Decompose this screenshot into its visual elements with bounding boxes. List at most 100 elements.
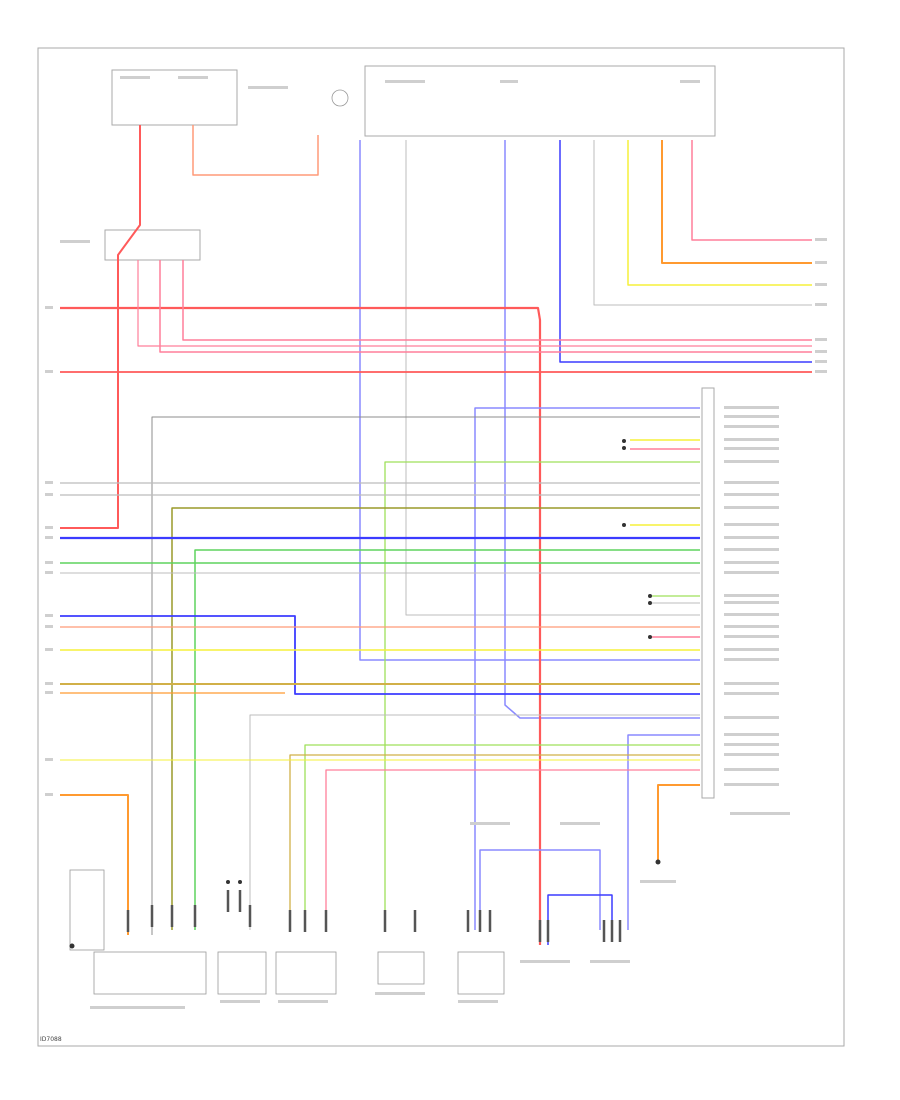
ecm-pin-label-19: [724, 635, 779, 638]
ecm-pin-label-7: [724, 481, 779, 484]
left-pin-label-8: [45, 571, 53, 574]
wire-yellow-ecm-8: [171, 507, 700, 930]
ecm-pin-label-29: [724, 783, 779, 786]
wire-blue-right-top: [559, 140, 812, 363]
ecm-pin-label-27: [724, 753, 779, 756]
ecm-pin-label-15: [724, 594, 779, 597]
right-pin-label-4: [815, 303, 827, 306]
ecm-pin-label-1: [724, 406, 779, 409]
ecm-pin-label-16: [724, 601, 779, 604]
component-label-11: [90, 1006, 185, 1009]
diagram-code: ID7088: [40, 1036, 62, 1043]
connector-dot-7: [648, 601, 652, 605]
left-pin-label-10: [45, 625, 53, 628]
component-label-17: [590, 960, 630, 963]
component-label-13: [278, 1000, 328, 1003]
connector-dot-6: [648, 594, 652, 598]
wire-green-ecm-11: [194, 549, 700, 930]
ecm-pin-label-17: [724, 613, 779, 616]
component-box-2: [217, 951, 267, 995]
component-box-3: [275, 951, 337, 995]
ecm-pin-label-28: [724, 768, 779, 771]
connector-dot-5: [622, 523, 626, 527]
wire-gray-ecm-2: [151, 416, 700, 935]
wire-orange-ecm-25: [289, 754, 700, 930]
wire-pink-ecm-27: [325, 769, 700, 930]
component-box-4: [377, 951, 425, 985]
ecm-pin-label-8: [724, 493, 779, 496]
component-label-10: [560, 822, 600, 825]
connector-dot-8: [648, 635, 652, 639]
ecm-pin-label-14: [724, 571, 779, 574]
left-pin-label-6: [45, 536, 53, 539]
ecm-pin-label-2: [724, 415, 779, 418]
component-label-3: [248, 86, 288, 89]
wire-blue-top: [359, 140, 700, 661]
component-label-9: [470, 822, 510, 825]
ecm-pin-label-11: [724, 536, 779, 539]
left-pin-label-1: [45, 306, 53, 309]
ecm-pin-label-21: [724, 658, 779, 661]
connector-dot-3: [622, 439, 626, 443]
wire-blue-loop-1: [479, 849, 601, 930]
wire-orange-left-29: [60, 794, 129, 935]
component-label-16: [520, 960, 570, 963]
left-pin-label-15: [45, 793, 53, 796]
ecm-pin-label-12: [724, 548, 779, 551]
left-pin-label-2: [45, 370, 53, 373]
component-box-6: [69, 869, 105, 951]
ecm-pin-label-20: [724, 648, 779, 651]
component-label-15: [458, 1000, 498, 1003]
component-label-5: [500, 80, 518, 83]
wire-gray-right-top: [593, 140, 812, 306]
connector-block-left: [104, 229, 201, 261]
wire-gray-top: [405, 140, 700, 616]
ecm-pin-label-23: [724, 692, 779, 695]
wire-pink-main-5: [137, 260, 812, 347]
wire-lightblue-top: [504, 140, 700, 719]
wire-orange-right-top: [661, 140, 812, 264]
wire-blue-ecm-16: [60, 615, 700, 695]
left-pin-label-4: [45, 493, 53, 496]
right-pin-label-8: [815, 370, 827, 373]
unreadable-label-marks: [45, 76, 827, 1009]
ecm-pin-label-9: [724, 506, 779, 509]
wire-blue-ecm-1: [474, 407, 700, 930]
wire-pink-right-top: [691, 140, 812, 241]
wire-orange-ecm-28: [657, 784, 700, 862]
left-pin-label-12: [45, 682, 53, 685]
diagram-border: [37, 47, 845, 1047]
component-label-18: [640, 880, 676, 883]
ecm-pin-label-4: [724, 438, 779, 441]
wire-red-top-left: [60, 125, 141, 529]
left-pin-label-3: [45, 481, 53, 484]
right-pin-label-1: [815, 238, 827, 241]
ecm-connector-right: [701, 387, 715, 799]
wire-yellow-right-top: [627, 140, 812, 286]
wire-blue-loop-2: [547, 894, 613, 945]
component-label-6: [680, 80, 700, 83]
ecm-pin-label-26: [724, 743, 779, 746]
connector-dot-1: [69, 943, 75, 949]
right-pin-label-6: [815, 350, 827, 353]
wire-salmon-top: [192, 125, 319, 176]
wire-green-ecm-24: [304, 744, 700, 930]
component-label-4: [385, 80, 425, 83]
wire-red-main-1: [60, 306, 542, 945]
ecm-pin-label-25: [724, 733, 779, 736]
bottom-components: [69, 439, 661, 995]
wire-red-main-3: [182, 260, 812, 341]
connector-dot-10: [238, 880, 242, 884]
ecm-pin-label-6: [724, 460, 779, 463]
wire-group: [60, 125, 812, 945]
component-label-7: [60, 240, 90, 243]
connector-dot-2: [655, 859, 661, 865]
component-label-8: [730, 812, 790, 815]
ecm-pin-label-13: [724, 561, 779, 564]
left-pin-label-9: [45, 614, 53, 617]
wire-gray-ecm-22: [249, 714, 700, 930]
left-pin-label-14: [45, 758, 53, 761]
fuse-box-top-left: [111, 69, 238, 126]
ecm-pin-label-10: [724, 523, 779, 526]
